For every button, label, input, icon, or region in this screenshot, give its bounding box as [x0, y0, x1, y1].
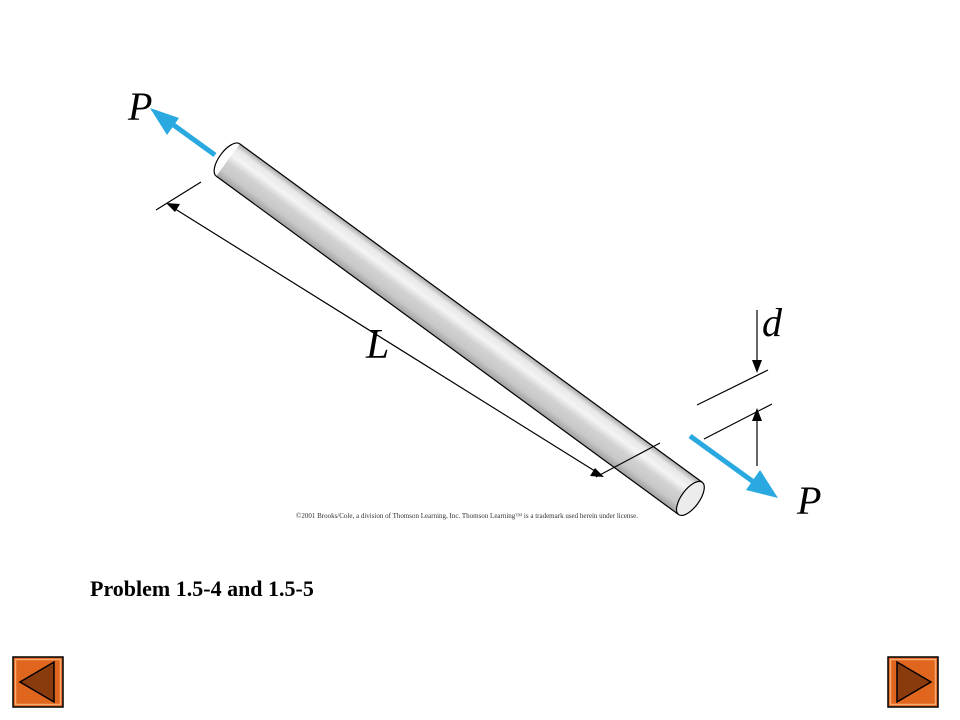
page-title: Problem 1.5-4 and 1.5-5 — [90, 576, 314, 601]
triangle-left-icon — [12, 656, 64, 708]
triangle-right-icon — [887, 656, 939, 708]
diameter-label: d — [762, 300, 783, 345]
next-slide-button[interactable] — [887, 656, 939, 708]
copyright-notice: ©2001 Brooks/Cole, a division of Thomson… — [296, 512, 638, 520]
rod — [213, 142, 705, 517]
load-arrow-top — [150, 108, 217, 158]
length-label: L — [365, 322, 389, 368]
previous-slide-button[interactable] — [12, 656, 64, 708]
load-label-top: P — [127, 84, 152, 129]
rod-end-face — [675, 480, 705, 517]
length-dimension — [155, 181, 661, 478]
diameter-dimension — [696, 310, 773, 466]
load-arrow-bottom — [688, 433, 778, 498]
load-label-bottom: P — [796, 478, 821, 523]
